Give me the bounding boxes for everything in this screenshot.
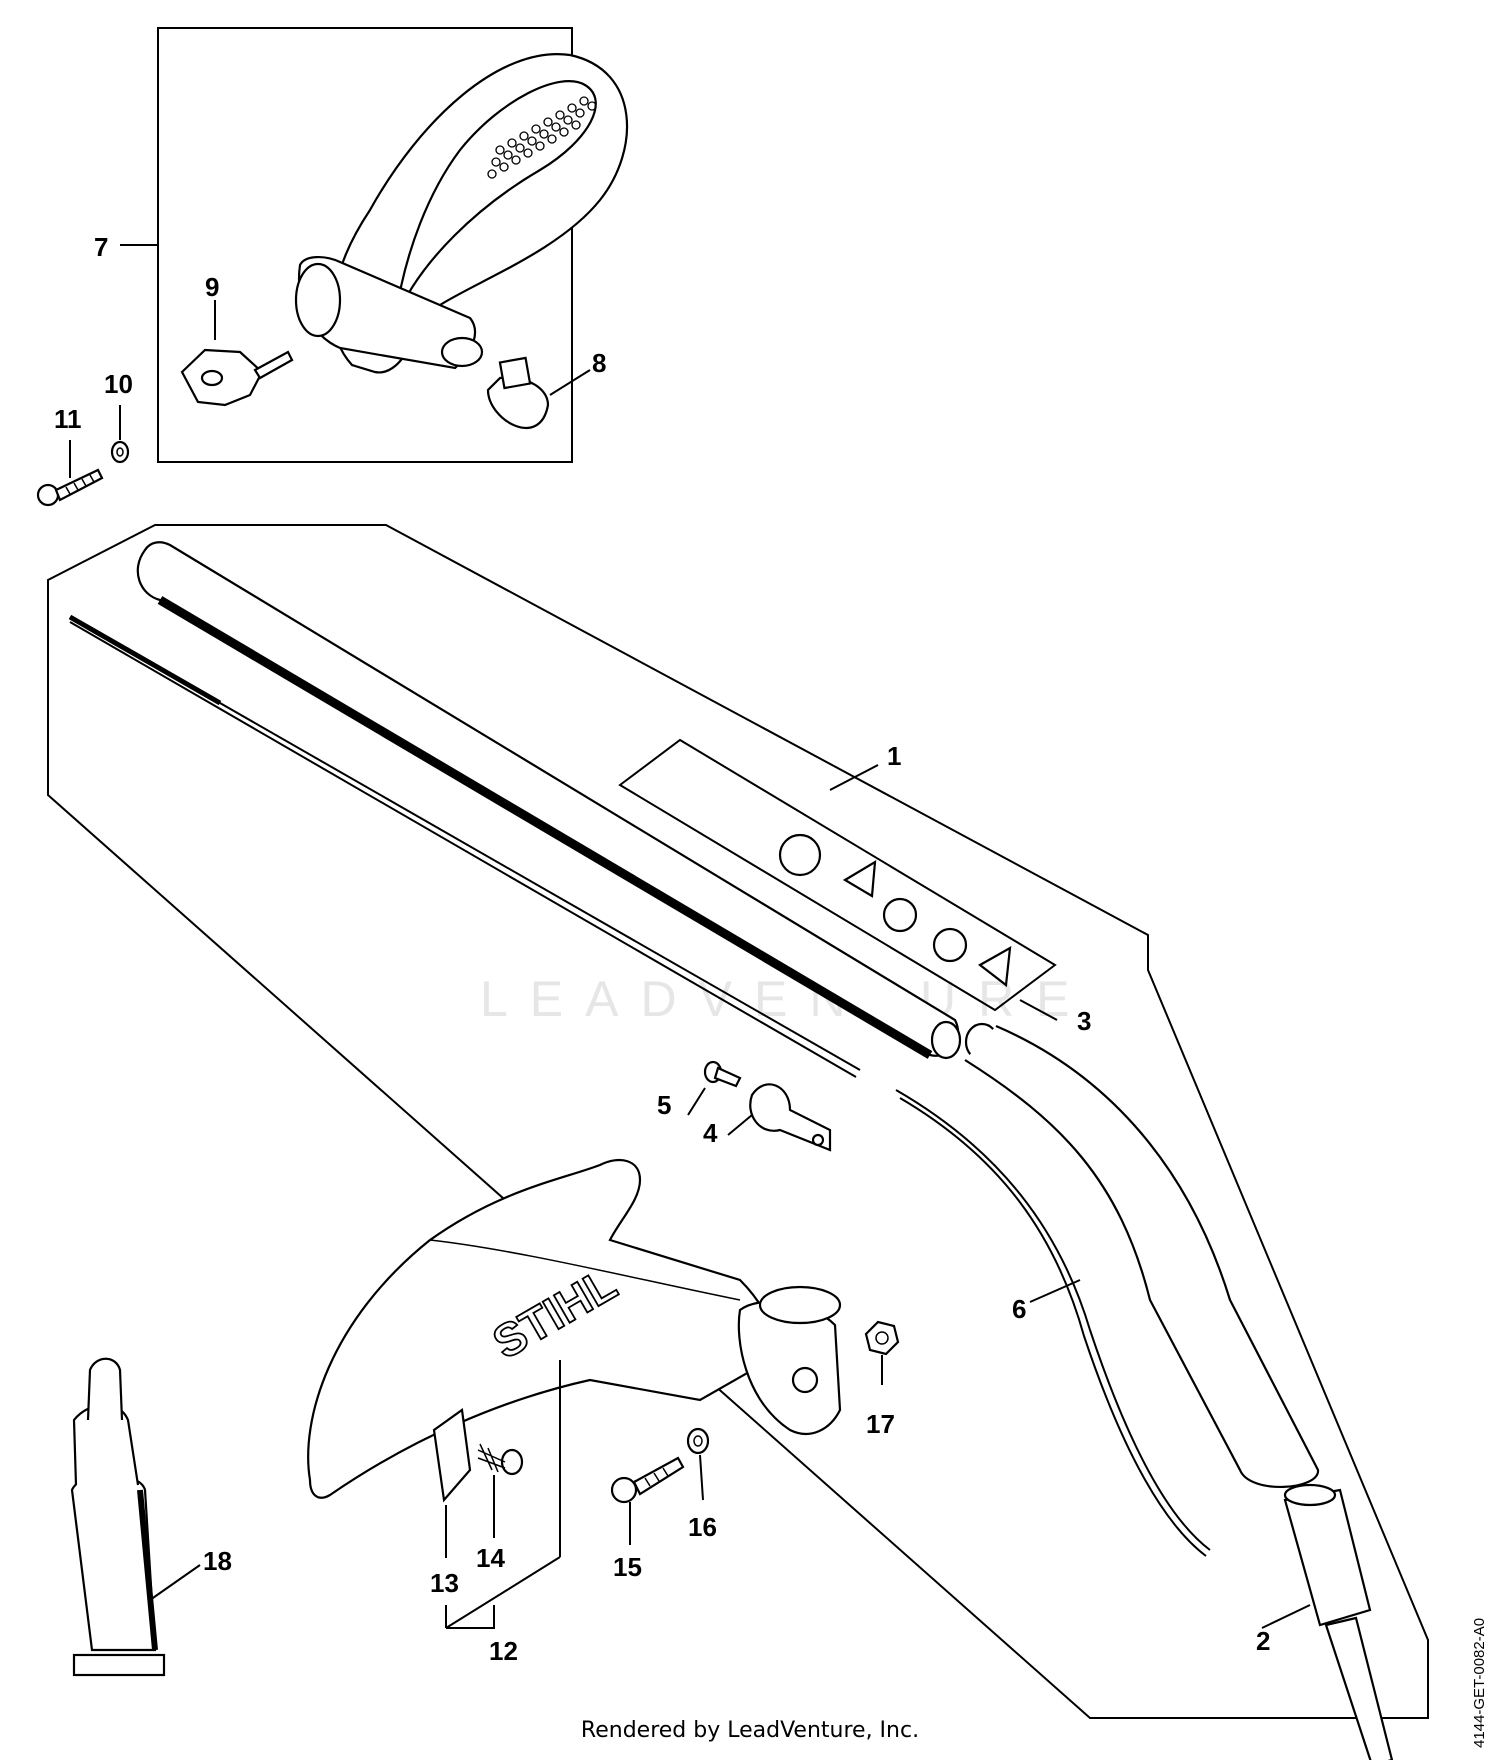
callout-4: 4 [703,1118,718,1148]
callout-12: 12 [489,1636,518,1666]
deflector-guard: STIHL [307,1158,842,1499]
line-limiter-blade-13 [432,1408,472,1503]
leader-lines [69,244,1311,1629]
diagram-reference-code: 4144-GET-0082-A0 [1471,1617,1488,1748]
callout-6: 6 [1012,1294,1026,1324]
warning-label-3 [618,738,1057,1012]
grease-tube-18 [70,1357,166,1677]
leadventure-watermark: LEADVENTURE [480,971,1092,1027]
callout-11: 11 [54,404,82,434]
washer-10 [110,440,130,464]
shaft-assembly-outline [47,524,1429,1719]
clamp-4 [749,1083,832,1152]
wing-knob-9 [180,348,294,407]
rendered-by-footer: Rendered by LeadVenture, Inc. [580,1718,920,1743]
clamp-8 [486,356,550,429]
callout-7: 7 [94,232,108,262]
callout-8: 8 [592,348,606,378]
callout-9: 9 [205,272,219,302]
callout-14: 14 [476,1543,505,1573]
nut-17 [864,1320,900,1356]
main-tube-upper [136,541,962,1060]
bent-tube-lower [964,1022,1320,1489]
callout-17: 17 [866,1409,895,1439]
callout-10: 10 [104,369,133,399]
screw-5 [703,1060,742,1088]
callout-1: 1 [887,741,901,771]
callout-5: 5 [657,1090,671,1120]
screw-15 [610,1456,685,1504]
handle-grip-dots [487,96,597,179]
screw-11 [36,468,104,507]
callout-2: 2 [1256,1626,1270,1656]
washer-16 [686,1427,710,1455]
callout-13: 13 [430,1568,459,1598]
drive-shaft-rod [68,614,861,1078]
callout-labels: 7 9 8 10 11 1 3 5 4 6 17 18 2 16 15 14 1… [54,232,1270,1666]
callout-16: 16 [688,1512,717,1542]
callout-18: 18 [203,1546,232,1576]
screw-14 [477,1443,524,1476]
callout-3: 3 [1077,1006,1091,1036]
callout-15: 15 [613,1552,642,1582]
gear-head-2 [1283,1483,1394,1760]
flexible-drive-shaft-6 [895,1089,1211,1557]
loop-handle-inset [157,27,628,463]
